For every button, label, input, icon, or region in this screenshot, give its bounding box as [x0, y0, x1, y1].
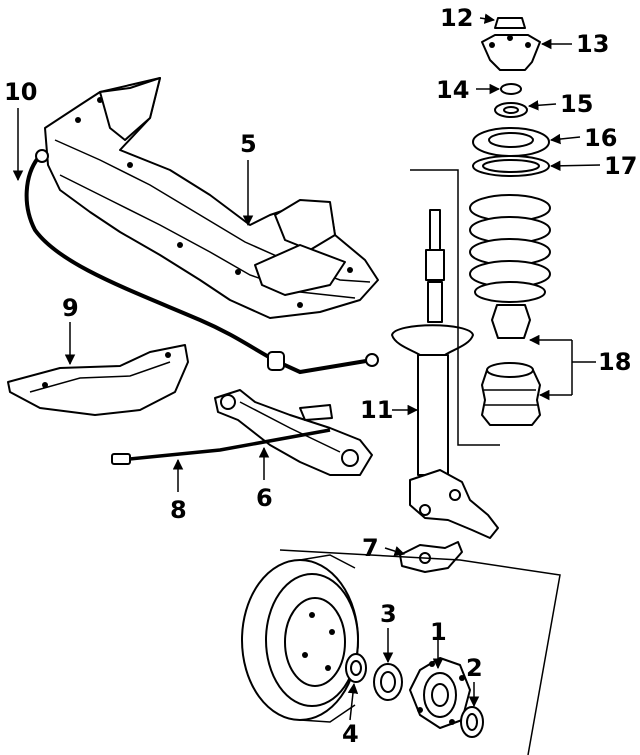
strut-assembly-part	[391, 209, 499, 539]
stabilizer-bar-part	[24, 149, 379, 375]
callout-10: 10	[4, 78, 37, 106]
callout-15: 15	[560, 90, 593, 118]
bearing-15-part	[494, 102, 528, 118]
callout-13: 13	[576, 30, 609, 58]
coil-spring-part	[469, 194, 551, 303]
lower-plate-part	[7, 344, 189, 416]
hub-bearing-part	[460, 706, 484, 738]
callout-14: 14	[436, 76, 469, 104]
callout-16: 16	[584, 124, 617, 152]
cap-part	[494, 17, 526, 29]
callout-9: 9	[62, 294, 79, 322]
hub-part	[409, 657, 471, 729]
bump-stop-part	[491, 304, 531, 339]
upper-mount-part	[481, 34, 541, 71]
callout-7: 7	[362, 534, 379, 562]
callout-12: 12	[440, 4, 473, 32]
callout-8: 8	[170, 496, 187, 524]
callout-1: 1	[430, 618, 447, 646]
spring-seat-part	[472, 127, 550, 157]
strut-rod-part	[111, 428, 331, 465]
callout-6: 6	[256, 484, 273, 512]
callout-18: 18	[598, 348, 631, 376]
callout-3: 3	[380, 600, 397, 628]
bearing-4-part	[345, 653, 367, 683]
dust-boot-part	[481, 362, 541, 426]
control-arm-part	[214, 389, 373, 476]
brake-rotor-part	[241, 554, 359, 723]
callout-4: 4	[342, 720, 359, 748]
callout-2: 2	[466, 654, 483, 682]
callout-5: 5	[240, 130, 257, 158]
washer-part	[500, 83, 522, 95]
insulator-part	[472, 155, 550, 177]
crossmember-part	[44, 77, 379, 319]
bearing-3-part	[373, 663, 403, 701]
callout-labels: 1 2 3 4 5 6 7 8 9 10 11 12 13 14 15 16 1…	[4, 4, 637, 748]
callout-11: 11	[360, 396, 393, 424]
callout-17: 17	[604, 152, 637, 180]
leader-lines	[12, 13, 601, 721]
